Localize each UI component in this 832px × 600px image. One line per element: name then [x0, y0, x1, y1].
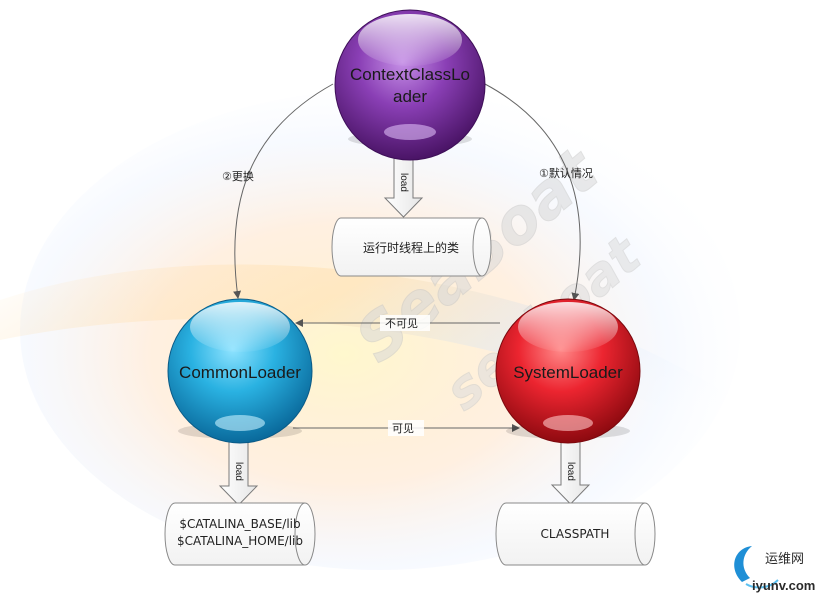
node-common-loader: CommonLoader: [167, 298, 313, 444]
load-label-common: load: [233, 462, 244, 481]
drum-catalina-base-label: $CATALINA_BASE/lib: [179, 517, 300, 531]
edge-label-invisible: 不可见: [385, 317, 418, 330]
iyunv-logo: 运维网 iyunv.com: [734, 546, 815, 593]
context-label-line1: ContextClassLo: [350, 65, 470, 84]
load-arrow-system: load: [550, 439, 591, 505]
edge-label-default: ①默认情况: [539, 167, 593, 180]
load-label-context: load: [398, 173, 409, 192]
logo-swirl-icon: [734, 546, 752, 582]
system-loader-label: SystemLoader: [513, 363, 623, 382]
common-loader-label: CommonLoader: [179, 363, 301, 382]
edge-replace: [233, 83, 334, 299]
drum-catalina: $CATALINA_BASE/lib $CATALINA_HOME/lib: [164, 502, 316, 566]
load-arrow-common: load: [218, 439, 259, 506]
context-label-line2: ader: [393, 87, 427, 106]
drum-classpath-label: CLASSPATH: [541, 527, 610, 541]
logo-cn: 运维网: [765, 552, 804, 567]
drum-runtime: 运行时线程上的类: [331, 217, 492, 277]
edge-default: [484, 83, 581, 301]
logo-en: iyunv.com: [752, 578, 815, 593]
drum-runtime-label: 运行时线程上的类: [363, 240, 459, 255]
drum-catalina-home-label: $CATALINA_HOME/lib: [177, 534, 303, 548]
drum-classpath: CLASSPATH: [495, 502, 656, 566]
node-system-loader: SystemLoader: [495, 298, 641, 444]
load-label-system: load: [565, 462, 576, 481]
edge-label-visible: 可见: [392, 422, 414, 435]
edge-label-replace: ②更换: [222, 169, 254, 183]
node-context-class-loader: ContextClassLo ader: [334, 9, 486, 161]
